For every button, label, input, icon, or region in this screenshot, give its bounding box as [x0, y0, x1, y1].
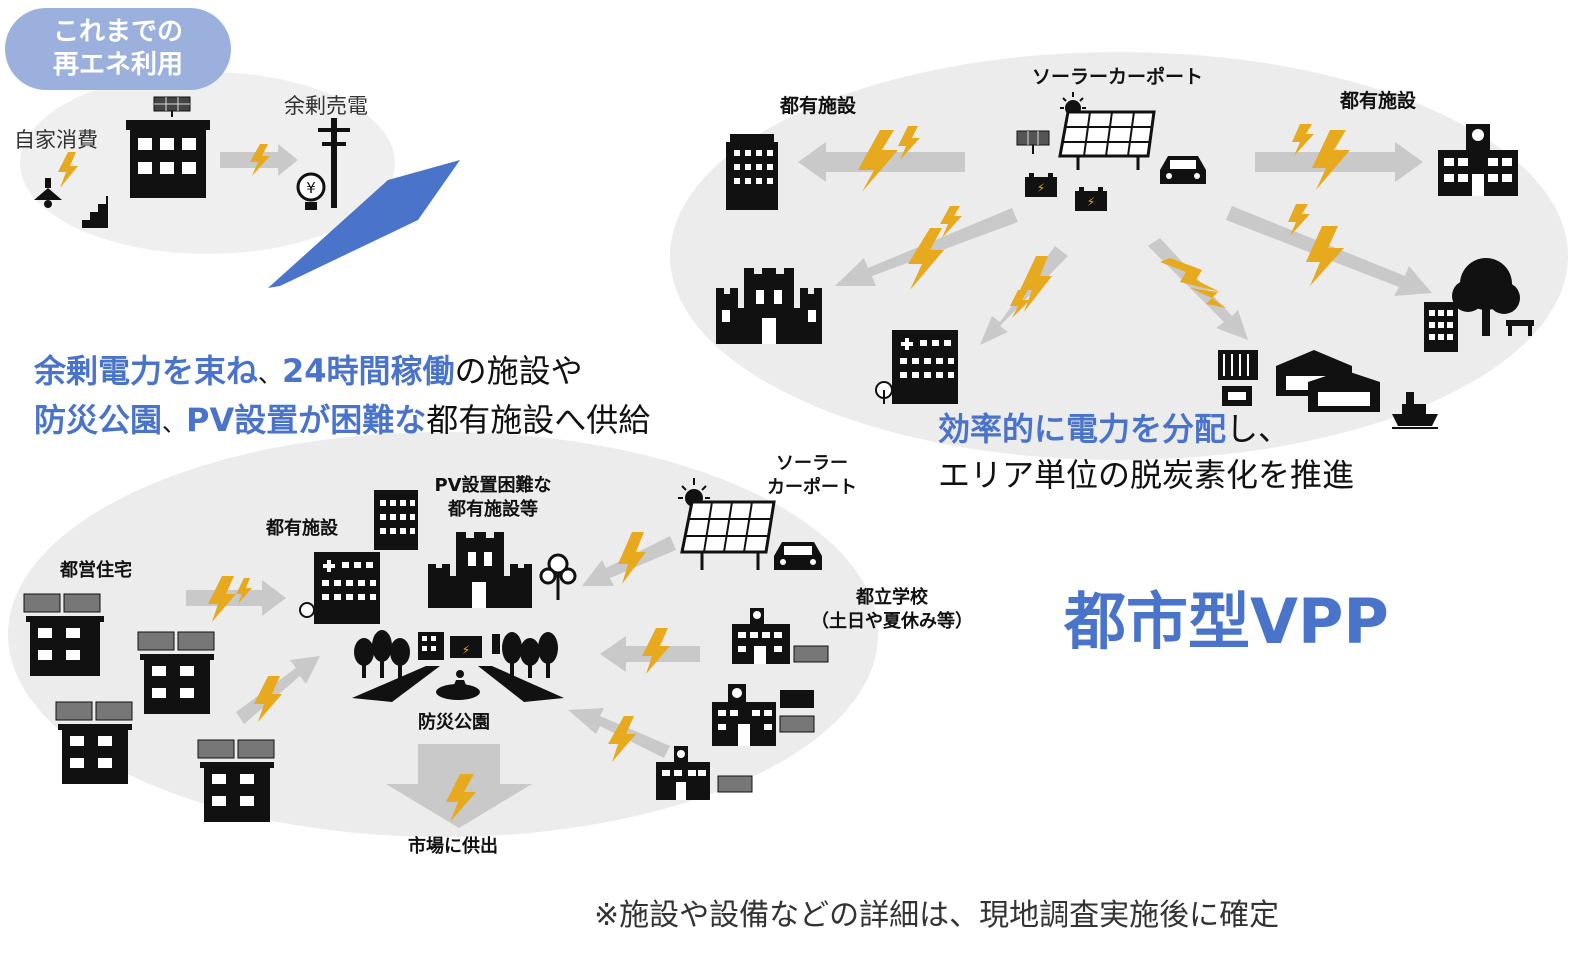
school-line1: 都立学校 [856, 587, 928, 608]
office-building-icon [726, 134, 778, 210]
park-tree-small-icon [539, 553, 577, 600]
carport-label-bottom: ソーラー カーポート [752, 452, 872, 500]
svg-text:⚡: ⚡ [462, 643, 470, 657]
school-line2: （土日や夏休み等） [811, 611, 973, 632]
surplus-sale-label: 余剰売電 [284, 94, 368, 118]
market-arrow [386, 744, 532, 828]
lamp-icon [34, 178, 62, 208]
solar-carport-icon [680, 500, 776, 570]
school-buildings-icon [656, 608, 829, 800]
msg-bundle: 余剰電力を束ね [34, 352, 259, 390]
msg-comma: 、 [258, 360, 283, 388]
msg-pv-difficult: PV設置が困難な [186, 401, 427, 439]
footnote: ※施設や設備などの詳細は、現地調査実施後に確定 [594, 898, 1280, 933]
area-message-accent: 効率的に電力を分配 [938, 410, 1227, 448]
car-icon [1160, 156, 1206, 184]
stairs-icon [76, 196, 108, 228]
hospital-icon [875, 330, 958, 404]
pv-difficult-line2: 都有施設等 [448, 499, 538, 520]
utility-pole-icon [318, 118, 350, 208]
pv-difficult-label: PV設置困難な 都有施設等 [418, 474, 568, 522]
msg-supply: 都有施設へ供給 [426, 401, 651, 439]
pv-difficult-line1: PV設置困難な [434, 475, 552, 496]
house-icon [126, 120, 210, 198]
msg-facility: の施設や [454, 352, 583, 390]
disaster-park-icon: ⚡ [352, 630, 564, 702]
legacy-badge-line2: 再エネ利用 [52, 50, 183, 80]
small-panel-icon [1016, 130, 1050, 154]
self-use-label: 自家消費 [14, 128, 98, 152]
local-message: 余剰電力を束ね、24時間稼働の施設や 防災公園、PV設置が困難な都有施設へ供給 [34, 348, 650, 446]
carport-label-top: ソーラーカーポート [1032, 66, 1204, 88]
area-message: 効率的に電力を分配し、 エリア単位の脱炭素化を推進 [938, 406, 1354, 498]
msg-24h: 24時間稼働 [282, 352, 455, 390]
school-label: 都立学校 （土日や夏休み等） [802, 586, 982, 634]
svg-text:⚡: ⚡ [1037, 181, 1045, 195]
warehouse-icon [1218, 350, 1380, 412]
facility-label-bottom: 都有施設 [266, 518, 338, 539]
housing-label: 都営住宅 [60, 560, 132, 581]
legacy-badge: これまでの 再エネ利用 [5, 8, 231, 90]
msg-comma: 、 [162, 409, 187, 437]
area-message-line2: エリア単位の脱炭素化を推進 [938, 456, 1355, 494]
vpp-title: 都市型VPP [1064, 585, 1389, 658]
ship-icon [1392, 392, 1438, 429]
msg-park: 防災公園 [34, 401, 163, 439]
car-icon [774, 542, 822, 570]
yen-bulb-icon: ¥ [296, 172, 326, 210]
castle-icon [716, 268, 822, 344]
svg-text:⚡: ⚡ [1087, 195, 1095, 209]
castle-icon [428, 532, 532, 608]
carport-line1: ソーラー [776, 453, 848, 474]
battery-icon: ⚡ [1075, 187, 1107, 211]
area-message-rest: し、 [1226, 410, 1291, 448]
arrow-legacy [220, 144, 298, 176]
facility-label-top-right: 都有施設 [1340, 90, 1417, 112]
transition-arrow [268, 160, 460, 288]
svg-text:¥: ¥ [306, 179, 316, 197]
school-icon [1438, 124, 1518, 196]
bolt-icon [58, 152, 78, 188]
solar-carport-icon [1058, 110, 1156, 170]
hospital-icon [299, 552, 380, 624]
battery-icon: ⚡ [1025, 173, 1057, 197]
legacy-badge-line1: これまでの [52, 17, 183, 47]
park-tree-icon [1424, 258, 1534, 352]
carport-line2: カーポート [767, 477, 857, 498]
facility-label-top-left: 都有施設 [780, 95, 857, 117]
disaster-park-label: 防災公園 [418, 712, 490, 733]
housing-icons [23, 593, 275, 822]
office-building-icon [374, 490, 418, 550]
solar-panel-icon [153, 96, 191, 117]
market-label: 市場に供出 [408, 836, 498, 857]
